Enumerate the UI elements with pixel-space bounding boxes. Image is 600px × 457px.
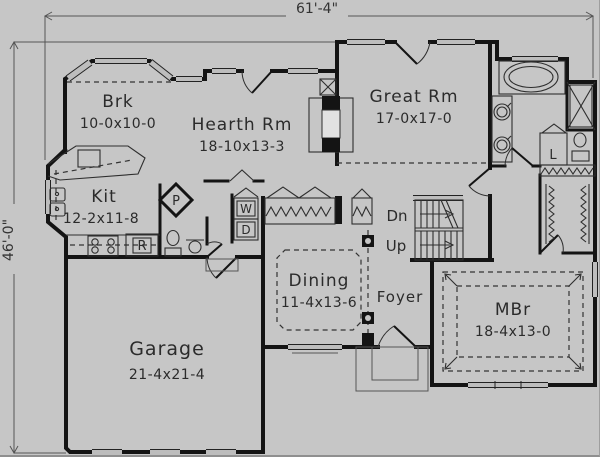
room-size-dining: 11-4x13-6 <box>281 295 357 311</box>
master-bath: L <box>491 60 597 177</box>
fireplace <box>308 78 354 153</box>
washer-label: W <box>240 202 252 216</box>
linen-closet-label: L <box>549 148 557 163</box>
dimension-top: 61'-4" <box>43 0 595 160</box>
stairs-up-label: Up <box>386 237 407 255</box>
room-label-foyer: Foyer <box>377 288 424 306</box>
staircase: Dn Up <box>386 195 464 261</box>
room-label-dining: Dining <box>289 271 350 291</box>
range-label: R <box>137 239 146 254</box>
room-label-great: Great Rm <box>369 87 458 107</box>
room-size-great: 17-0x17-0 <box>376 111 452 127</box>
room-size-mbr: 18-4x13-0 <box>475 324 551 340</box>
room-label-hearth: Hearth Rm <box>192 115 293 135</box>
room-size-garage: 21-4x21-4 <box>129 367 205 383</box>
room-size-kit: 12-2x11-8 <box>63 211 139 227</box>
columns-porch <box>205 235 429 392</box>
doors <box>206 41 567 348</box>
room-size-hearth: 18-10x13-3 <box>199 139 285 155</box>
windows <box>45 39 598 455</box>
room-labels: Brk 10-0x10-0 Hearth Rm 18-10x13-3 Great… <box>63 87 551 383</box>
room-label-brk: Brk <box>102 92 134 112</box>
dimension-left: 46'-0" <box>1 40 335 455</box>
kitchen-fixtures: R P <box>47 145 204 257</box>
walk-in-closet <box>545 184 590 244</box>
dimension-height-label: 46'-0" <box>1 219 17 261</box>
room-label-garage: Garage <box>129 338 205 360</box>
stairs-down-label: Dn <box>386 207 407 225</box>
room-label-kit: Kit <box>91 187 117 207</box>
room-label-mbr: MBr <box>495 300 531 320</box>
room-size-brk: 10-0x10-0 <box>80 116 156 132</box>
dimension-width-label: 61'-4" <box>296 1 338 17</box>
dryer-label: D <box>241 223 250 237</box>
pantry-label: P <box>172 194 180 209</box>
laundry-closets: W D <box>233 197 373 241</box>
